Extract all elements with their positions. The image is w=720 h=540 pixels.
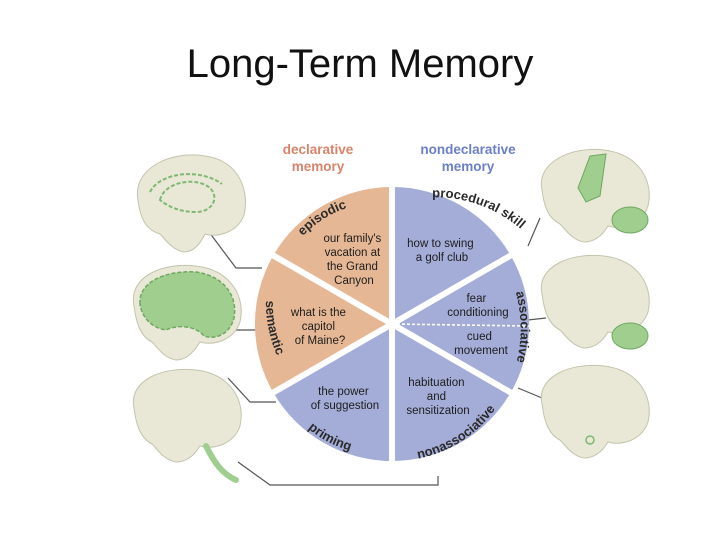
episodic-example: our family's vacation at the Grand Canyo… — [324, 233, 385, 287]
memory-wheel — [254, 182, 530, 466]
brain-hippocampus-icon — [136, 154, 246, 253]
procedural-wedge — [392, 186, 511, 324]
associative-label: associative — [513, 289, 533, 364]
brain-cortex-icon — [132, 264, 242, 361]
associative-wedge — [392, 256, 530, 392]
priming-example: the power of suggestion — [311, 386, 379, 412]
semantic-example: what is the capitol of Maine? — [290, 307, 349, 347]
fear-conditioning-example: fear conditioning — [447, 293, 508, 319]
cued-movement-example: cued movement — [454, 331, 508, 357]
semantic-wedge — [254, 256, 392, 392]
nondeclarative-memory-header: nondeclarative memory — [420, 142, 516, 174]
declarative-memory-header: declarative memory — [282, 142, 354, 174]
slide-title: Long-Term Memory — [186, 42, 534, 86]
brain-reflex-icon — [540, 364, 650, 459]
brain-cerebellum-icon — [540, 254, 650, 350]
priming-wedge — [273, 324, 392, 461]
nonassociative-wedge — [392, 324, 511, 461]
episodic-wedge — [273, 186, 392, 324]
connector-lines — [205, 217, 547, 486]
brain-striatum-icon — [540, 148, 650, 243]
brain-priming-icon — [132, 368, 242, 483]
nonassociative-example: habituation and sensitization — [406, 377, 469, 417]
procedural-example: how to swing a golf club — [407, 238, 477, 264]
